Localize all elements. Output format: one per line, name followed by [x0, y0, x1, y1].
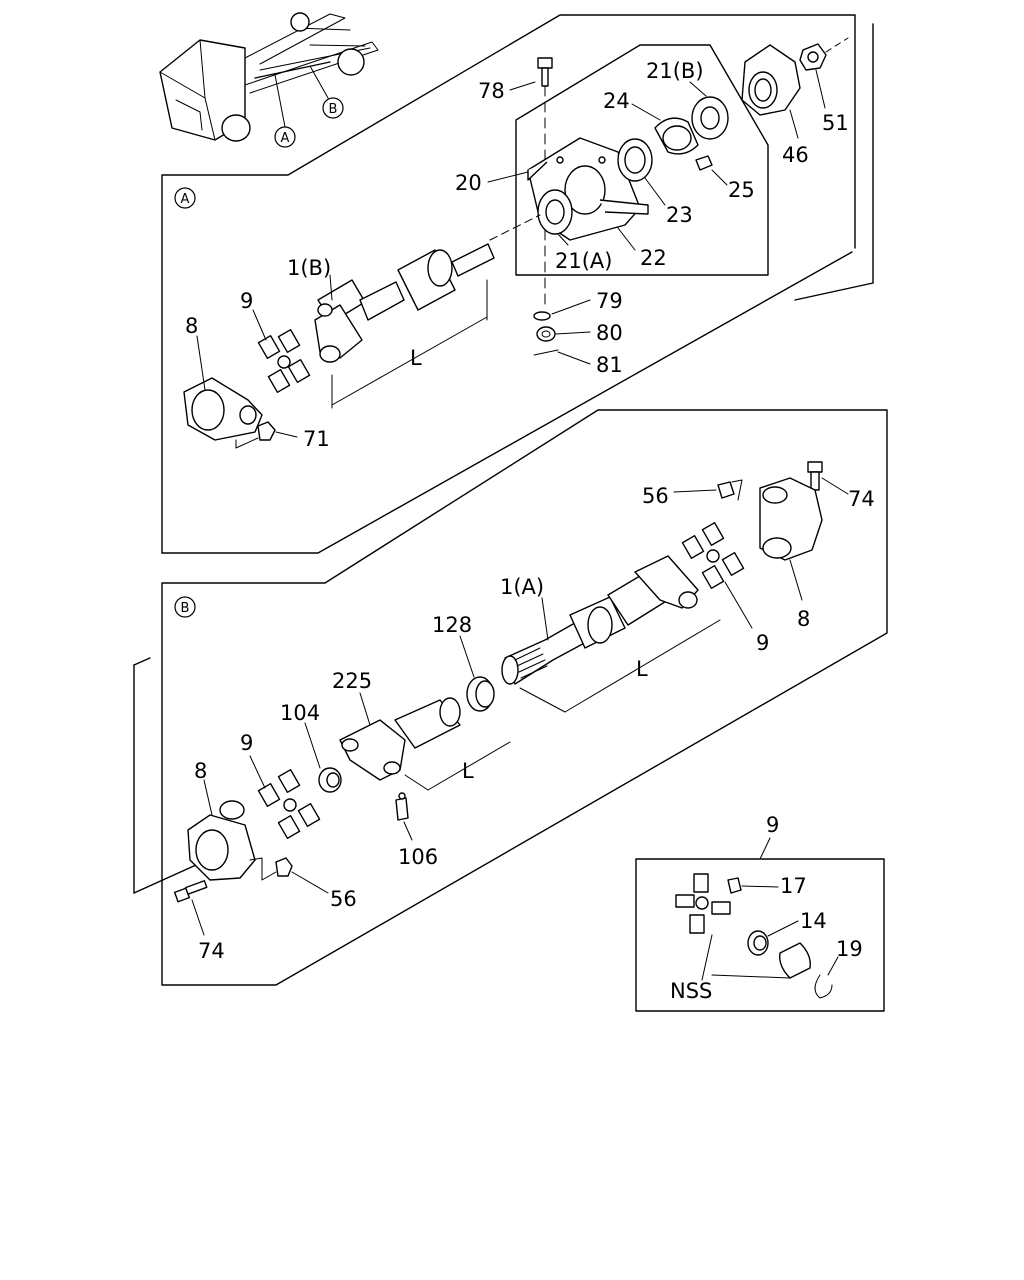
bearing-cup-icon [779, 942, 811, 979]
label-74-right: 74 [848, 487, 875, 511]
shaft-1a-icon [501, 555, 699, 685]
label-20: 20 [455, 171, 482, 195]
label-225: 225 [332, 669, 372, 693]
callout-a-truck [274, 126, 296, 148]
flange-yoke-8a-icon [183, 377, 263, 441]
bearing-23-icon [617, 138, 653, 182]
part-labels: 78 21(B) 24 51 46 20 25 23 22 21(A) 1(B)… [185, 59, 875, 1003]
seal-104-icon [318, 767, 342, 793]
label-9-bottom: 9 [240, 731, 253, 755]
nut-56-right-icon [717, 479, 743, 501]
bolt-74-right-icon [807, 461, 823, 491]
label-l-b2: L [462, 759, 474, 783]
label-21b: 21(B) [646, 59, 704, 83]
bolt-74-bottom-icon [173, 880, 208, 903]
seal-128-icon [466, 676, 495, 712]
label-106: 106 [398, 845, 438, 869]
callout-a [174, 187, 196, 209]
label-80: 80 [596, 321, 623, 345]
inset-spider-kit [675, 873, 833, 999]
label-56-bottom: 56 [330, 887, 357, 911]
label-74-bottom: 74 [198, 939, 225, 963]
label-1a: 1(A) [500, 575, 544, 599]
label-71: 71 [303, 427, 330, 451]
flange-46-icon [741, 44, 801, 116]
callout-a-text: A [181, 192, 190, 207]
label-17: 17 [780, 874, 807, 898]
label-8-right: 8 [797, 607, 810, 631]
truck-location-icon: A B [159, 12, 379, 148]
label-128: 128 [432, 613, 472, 637]
spider-9r-icon [681, 522, 745, 589]
label-21a: 21(A) [555, 249, 612, 273]
label-19: 19 [836, 937, 863, 961]
dimension-l-a [331, 214, 541, 409]
label-81: 81 [596, 353, 623, 377]
leader-lines [191, 69, 849, 981]
callout-b-text: B [181, 601, 190, 616]
label-9a: 9 [240, 289, 253, 313]
snap-ring-19-icon [814, 974, 833, 999]
label-9-right: 9 [756, 631, 769, 655]
callout-b-truck-text: B [329, 102, 338, 117]
label-56-right: 56 [642, 484, 669, 508]
callout-b [174, 596, 196, 618]
panel-frames [133, 14, 888, 1012]
label-79: 79 [596, 289, 623, 313]
dimension-l-b2 [404, 741, 511, 791]
dimension-l-b1 [519, 619, 721, 713]
shaft-1b-icon [314, 243, 495, 363]
bearing-21b-icon [691, 96, 729, 140]
label-1b: 1(B) [287, 256, 331, 280]
panel-callouts: A B [174, 187, 196, 618]
cotter-pin-81-icon [533, 349, 559, 356]
shaft-225-icon [339, 697, 461, 781]
bolt-78-icon [537, 57, 553, 306]
callout-b-truck [322, 97, 344, 119]
spider-9a-icon [257, 329, 311, 393]
bearing-21a-icon [537, 189, 573, 235]
nut-56-bottom-icon [249, 857, 293, 881]
label-104: 104 [280, 701, 320, 725]
label-nss: NSS [670, 979, 712, 1003]
label-14: 14 [800, 909, 827, 933]
label-l-a: L [410, 346, 422, 370]
washer-79-icon [533, 311, 551, 321]
cushion-24-icon [654, 117, 699, 155]
nut-80-icon [536, 326, 556, 342]
panel-a-parts [183, 37, 849, 449]
label-8-bottom: 8 [194, 759, 207, 783]
label-23: 23 [666, 203, 693, 227]
nut-51-icon [799, 37, 849, 71]
flange-yoke-8r-icon [759, 477, 823, 561]
label-24: 24 [603, 89, 630, 113]
panel-b-parts [173, 461, 823, 903]
callout-a-truck-text: A [281, 131, 290, 146]
label-46: 46 [782, 143, 809, 167]
flange-yoke-8b-icon [187, 800, 256, 881]
spider-9b-icon [257, 769, 321, 839]
grease-nipple-106-icon [395, 792, 409, 821]
grease-nipple-25-icon [695, 155, 713, 171]
label-22: 22 [640, 246, 667, 270]
label-78: 78 [478, 79, 505, 103]
label-25: 25 [728, 178, 755, 202]
label-8a: 8 [185, 314, 198, 338]
nut-71-icon [235, 421, 276, 449]
label-51: 51 [822, 111, 849, 135]
label-l-b1: L [636, 657, 648, 681]
label-9-inset: 9 [766, 813, 779, 837]
